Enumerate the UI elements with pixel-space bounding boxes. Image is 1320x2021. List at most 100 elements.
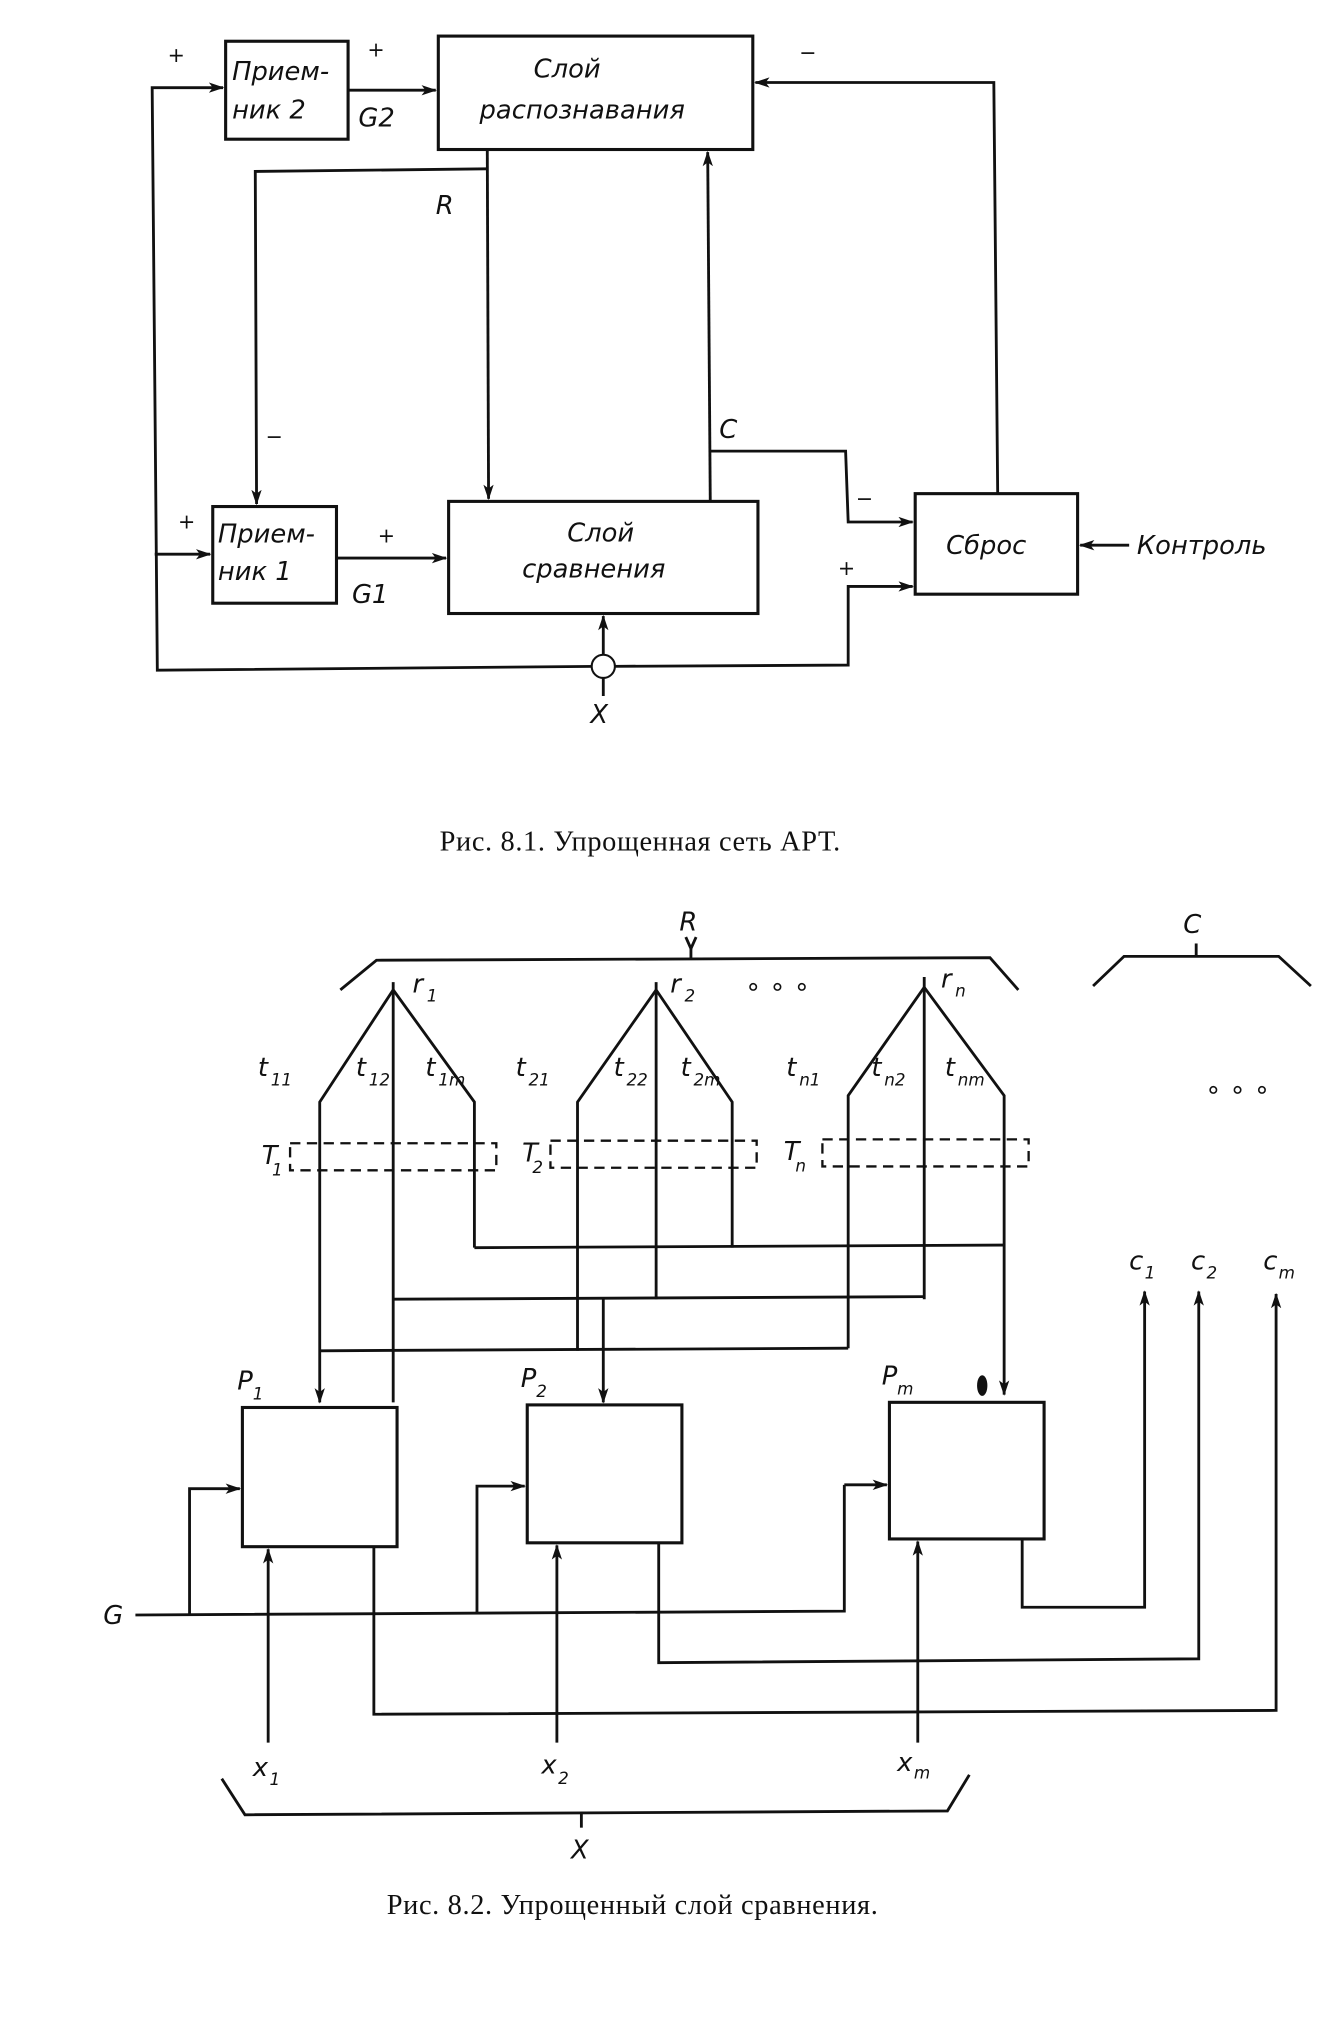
tn1-sub: n1	[799, 1069, 820, 1089]
x1-sub: 1	[269, 1769, 280, 1789]
comparison-layer-label-line1: Слой	[567, 518, 634, 548]
g1-label: G1	[352, 580, 388, 610]
r-label: R	[436, 191, 454, 221]
figure-8-1: Прием- ник 2 Слой распознавания Прием- н…	[150, 34, 1267, 858]
c-label: C	[719, 415, 737, 445]
c-ellipsis: ∘ ∘ ∘	[1205, 1075, 1270, 1105]
neuron-p2	[525, 1403, 684, 1545]
r2-sub: 2	[684, 985, 695, 1005]
t1m-sub: 1m	[438, 1069, 465, 1089]
tnm-sub: nm	[958, 1069, 985, 1089]
cm-sub: m	[1279, 1263, 1295, 1283]
tn2-label: t	[871, 1053, 882, 1083]
c-bus-label: C	[1183, 910, 1201, 940]
recognition-layer-label-line2: распознавания	[479, 96, 685, 126]
xm-label: x	[896, 1748, 913, 1778]
pm-to-c1-line	[1020, 1290, 1150, 1609]
bus-to-pm	[474, 1243, 1005, 1250]
x-junction-node	[590, 653, 616, 679]
t2m-sub: 2m	[694, 1069, 721, 1089]
r1-label: r	[413, 969, 425, 999]
x2-label: x	[540, 1751, 557, 1781]
rn-label: r	[941, 964, 953, 994]
plus-sign-g1: +	[378, 524, 395, 548]
p2-to-c2-line	[657, 1290, 1204, 1665]
minus-sign-receiver-1: −	[266, 424, 283, 448]
t21-label: t	[516, 1053, 527, 1083]
recognition-layer-label-line1: Слой	[534, 54, 601, 84]
c-to-recognition-arrow	[702, 150, 713, 502]
t1-group-sub: 1	[272, 1159, 283, 1179]
pm-label: P	[882, 1361, 898, 1391]
weight-labels: t 11 t 12 t 1m t 21 t 22 t 2m t n1 t n2 …	[258, 1053, 985, 1089]
g-to-p2-line	[475, 1480, 526, 1614]
r1-fan	[314, 982, 476, 1404]
plus-sign-reset-x: +	[838, 556, 855, 580]
r-bus-bracket	[339, 956, 1020, 991]
receiver-1-block	[211, 504, 339, 605]
x-feedback-loop-line	[150, 82, 596, 672]
p2-label: P	[521, 1364, 537, 1394]
c1-label: c	[1129, 1247, 1143, 1277]
c1-sub: 1	[1145, 1263, 1156, 1283]
receiver-1-label-line1: Прием-	[218, 520, 315, 550]
p2-sub: 2	[536, 1381, 547, 1401]
neuron-pm	[887, 1400, 1046, 1541]
x-to-reset-line	[611, 581, 914, 668]
t2-group-sub: 2	[532, 1157, 543, 1177]
tnm-line	[923, 986, 1010, 1396]
r-ellipsis: ∘ ∘ ∘	[745, 972, 810, 1002]
receiver-2-label-line2: ник 2	[232, 96, 306, 126]
r-bus-fork	[684, 936, 698, 953]
t1m-line	[392, 989, 476, 1248]
plus-sign-receiver-1-in: +	[178, 509, 195, 533]
x-label: X	[588, 700, 609, 730]
t21-sub: 21	[529, 1069, 550, 1089]
rn-sub: n	[955, 980, 966, 1000]
p1-label: P	[237, 1366, 253, 1396]
c-to-reset-line	[710, 449, 914, 528]
t2m-label: t	[681, 1053, 692, 1083]
g-bus-label: G	[103, 1601, 123, 1631]
t12-sub: 12	[369, 1069, 390, 1089]
r2-label: r	[670, 969, 682, 999]
x-bus-bracket	[220, 1774, 971, 1817]
reset-to-recognition-line	[754, 77, 1000, 494]
rn-fan	[846, 976, 1010, 1396]
r2-fan	[576, 982, 734, 1351]
figure-8-2: R r 1 r 2 r n ∘ ∘ ∘	[103, 908, 1312, 1921]
control-label: Контроль	[1137, 531, 1267, 561]
tn-group-sub: n	[795, 1156, 806, 1176]
minus-sign-recognition: −	[799, 40, 816, 64]
cm-label: c	[1263, 1247, 1277, 1277]
p1-to-cm-line	[372, 1292, 1282, 1716]
r-to-receiver-1-line	[251, 167, 488, 506]
r-to-comparison-arrow	[483, 149, 494, 501]
receiver-2-block	[224, 39, 350, 141]
r-bus-label: R	[679, 908, 697, 938]
x-bus-label: X	[569, 1836, 590, 1866]
figure-8-1-caption: Рис. 8.1. Упрощенная сеть АРТ.	[440, 827, 841, 858]
t2m-line	[654, 989, 734, 1248]
recognition-layer-block	[436, 34, 755, 152]
g2-label: G2	[358, 103, 394, 133]
t11-label: t	[258, 1053, 269, 1083]
t2-weight-group	[549, 1139, 758, 1169]
t1-weight-group	[288, 1142, 498, 1172]
t1-group-label: T	[262, 1141, 280, 1171]
t22-sub: 22	[626, 1069, 647, 1089]
p1-sub: 1	[253, 1384, 264, 1404]
tn1-label: t	[786, 1053, 797, 1083]
tn-weight-group	[821, 1138, 1030, 1168]
bus-to-p1	[319, 1346, 849, 1353]
neuron-p1	[240, 1405, 399, 1549]
comparison-layer-block	[447, 499, 760, 616]
tn1-line	[846, 986, 926, 1349]
c-bus-bracket	[1092, 954, 1312, 988]
reset-block	[913, 492, 1080, 596]
receiver-2-label-line1: Прием-	[232, 57, 329, 87]
t2-group-label: T	[522, 1138, 540, 1168]
ink-blot	[977, 1375, 988, 1396]
g-to-p1-line	[188, 1483, 242, 1615]
